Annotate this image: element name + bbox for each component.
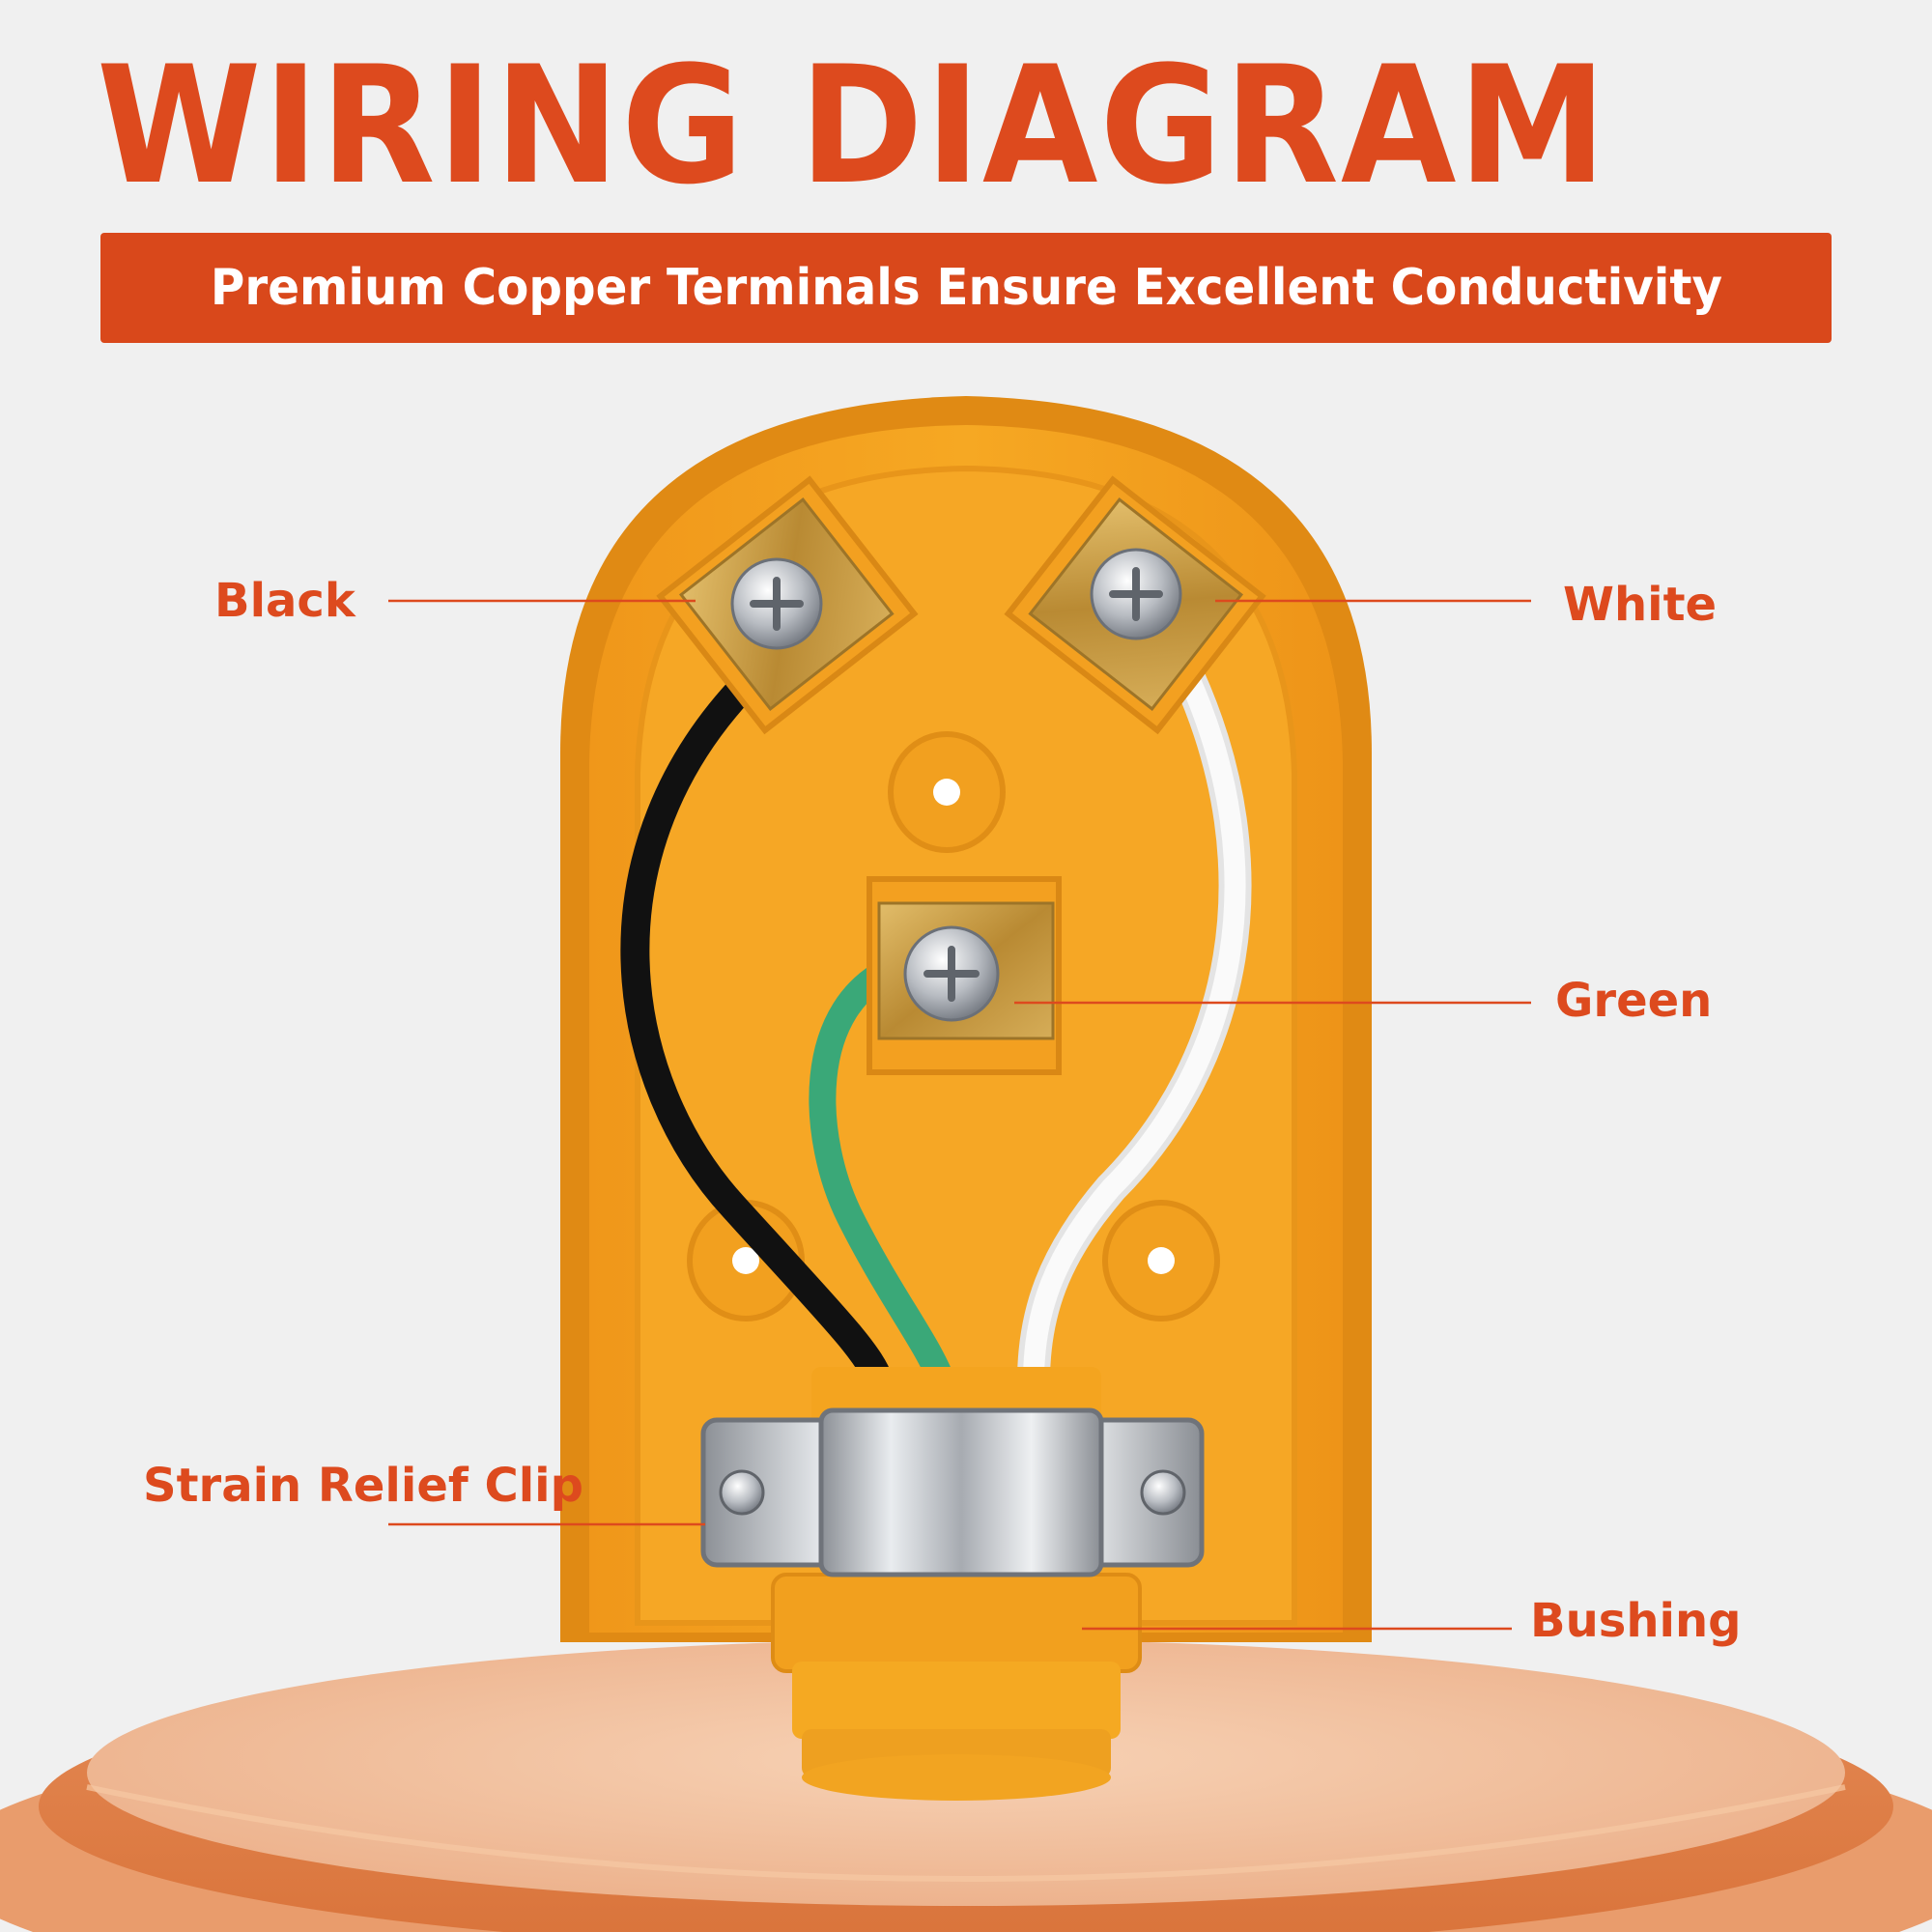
- label-black: Black: [214, 574, 355, 628]
- label-strain-relief-clip: Strain Relief Clip: [143, 1459, 583, 1513]
- label-bushing: Bushing: [1530, 1594, 1742, 1648]
- wires: [620, 660, 1252, 1398]
- center-mount-hole: [888, 731, 1006, 853]
- black-terminal: [656, 475, 919, 735]
- strain-relief-clip: [700, 1407, 1205, 1577]
- right-mount-hole: [1102, 1200, 1220, 1321]
- green-terminal: [867, 876, 1062, 1075]
- subtitle-text: Premium Copper Terminals Ensure Excellen…: [210, 259, 1722, 317]
- leader-lines: [388, 599, 1531, 1631]
- page-title: WIRING DIAGRAM: [97, 31, 1609, 220]
- subtitle-banner: Premium Copper Terminals Ensure Excellen…: [100, 233, 1832, 343]
- white-terminal: [1004, 475, 1266, 735]
- bushing: [771, 1367, 1142, 1801]
- label-green: Green: [1555, 974, 1713, 1028]
- label-white: White: [1563, 578, 1718, 632]
